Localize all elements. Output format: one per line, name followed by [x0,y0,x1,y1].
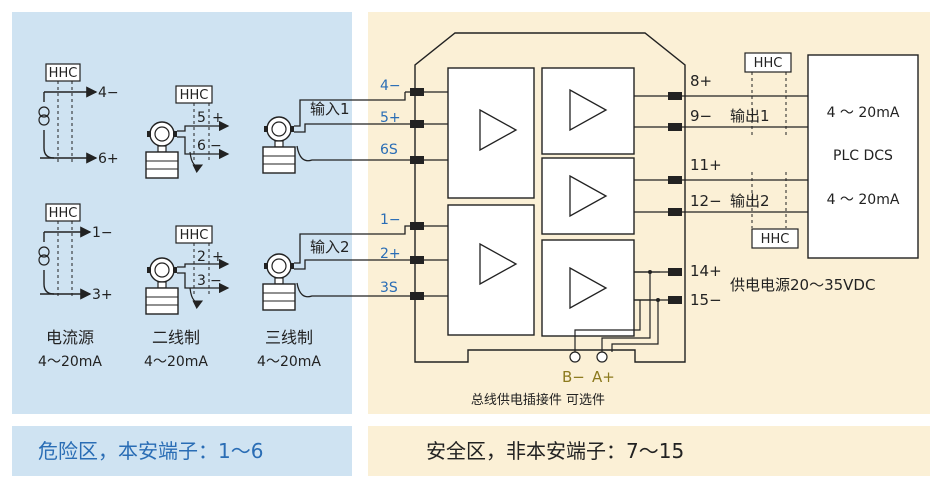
plc-range-bottom: 4 ～ 20mA [827,192,900,208]
terminal-label: 11+ [690,156,722,174]
output-wiring: 输出1 输出2 HHC HHC [682,52,808,249]
output-label: 输出2 [730,192,770,210]
terminal-label: 5 [197,110,206,126]
bus-pin-a [596,351,608,363]
terminal-label: 4− [380,78,401,94]
current-source-2: HHC 1− 3+ [38,203,113,303]
amplifier-icon [569,88,608,132]
terminal-label: 1− [92,225,113,241]
device-type-range: 4～20mA [38,354,102,370]
device-type-three-wire: 三线制 4～20mA [257,328,321,370]
current-source-icon [38,246,50,258]
bus-connector: B− A+ 总线供电插接件 可选件 [471,270,660,408]
terminal-label: 6 [197,138,206,154]
terminal-sign: − [210,273,222,289]
output-label: 输出1 [730,107,770,125]
output-module-2 [541,157,635,235]
transmitter-icon [262,116,296,174]
plc-dcs-box: 4 ～ 20mA PLC DCS 4 ～ 20mA [807,54,919,259]
current-source-icon [38,106,50,118]
device-type-range: 4～20mA [144,354,208,370]
terminal-label: 14+ [690,262,722,280]
amplifier-icon [569,266,608,310]
amplifier-icon [479,242,518,286]
terminal-label: 5+ [380,110,401,126]
three-wire-transmitter-2: 输入2 [262,225,418,311]
terminal-label: 2 [197,249,206,265]
terminal-label: 8+ [690,72,712,90]
plc-name: PLC DCS [833,148,893,164]
device-type-name: 三线制 [265,328,313,347]
transmitter-icon [262,253,296,311]
device-type-range: 4～20mA [257,354,321,370]
hhc-box [45,63,81,82]
hhc-box [744,52,792,73]
terminal-sign: − [210,138,222,154]
input-module-1 [447,67,535,199]
bus-pin-b [569,351,581,363]
amplifier-icon [479,108,518,152]
terminal-sign: + [212,249,224,265]
transmitter-icon [145,121,179,179]
terminal-label: 12− [690,192,722,210]
hhc-box [45,203,81,222]
safe-zone-label: 安全区，非本安端子：7～15 [426,439,685,463]
power-supply-label: 供电电源20～35VDC [730,276,875,294]
terminal-label: 3+ [92,287,113,303]
terminal-sign: + [212,110,224,126]
hhc-label: HHC [49,66,78,81]
two-wire-transmitter-1: HHC 5 + 6 − [145,85,230,179]
power-module [541,239,635,337]
device-type-current-source: 电流源 4～20mA [38,328,102,370]
input-terminals: 4− 5+ 6S 1− 2+ 3S [380,78,448,300]
device-type-name: 电流源 [46,328,94,347]
bus-b-label: B− [562,368,585,386]
terminal-label: 9− [690,107,712,125]
hazard-zone-label: 危险区，本安端子：1～6 [38,439,264,463]
hhc-label: HHC [180,228,209,243]
device-type-name: 二线制 [152,328,200,347]
hhc-box [751,228,799,249]
device-type-two-wire: 二线制 4～20mA [144,328,208,370]
hhc-label: HHC [180,88,209,103]
hhc-label: HHC [754,56,783,71]
current-source-1: HHC 4− 6+ [38,63,119,167]
terminal-label: 3S [380,280,398,296]
safe-zone-bar: 安全区，非本安端子：7～15 [368,426,930,476]
three-wire-transmitter-1: 输入1 [262,91,418,174]
terminal-label: 1− [380,212,401,228]
hhc-label: HHC [49,206,78,221]
amplifier-icon [569,174,608,218]
input-module-2 [447,204,535,336]
terminal-label: 3 [197,273,206,289]
two-wire-transmitter-2: HHC 2 + 3 − [145,225,230,315]
bus-caption: 总线供电插接件 可选件 [471,392,605,408]
transmitter-icon [145,257,179,315]
input-label: 输入2 [310,238,350,256]
hazard-zone-bar: 危险区，本安端子：1～6 [12,426,352,476]
terminal-label: 15− [690,291,722,309]
plc-range-top: 4 ～ 20mA [827,105,900,121]
terminal-label: 2+ [380,246,401,262]
hhc-label: HHC [761,232,790,247]
input-label: 输入1 [310,100,350,118]
terminal-label: 6+ [98,151,119,167]
terminal-label: 6S [380,142,398,158]
bus-a-label: A+ [592,368,615,386]
terminal-label: 4− [98,85,119,101]
output-module-1 [541,67,635,155]
isolation-modules [447,67,635,337]
output-terminals: 8+ 9− 11+ 12− 14+ 15− [634,72,722,309]
